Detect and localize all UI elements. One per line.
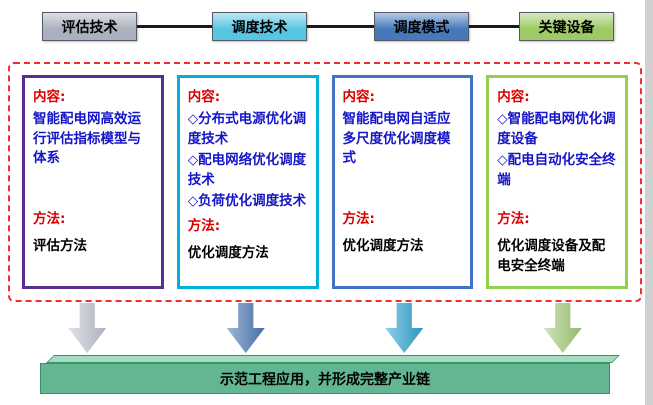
content-item: ◇配电自动化安全终端 bbox=[497, 152, 616, 188]
content-section: 内容: ◇分布式电源优化调度技术 ◇配电网络优化调度技术 ◇负荷优化调度技术 bbox=[188, 85, 308, 214]
method-text: 评估方法 bbox=[33, 238, 87, 254]
bottom-bar-top-face bbox=[46, 355, 620, 363]
panel-dispatch-mode: 内容: 智能配电网自适应多尺度优化调度模式 方法: 优化调度方法 bbox=[331, 75, 474, 289]
method-text: 优化调度设备及配电安全终端 bbox=[497, 238, 606, 274]
tab-label: 调度模式 bbox=[393, 19, 450, 36]
method-section: 方法: 优化调度方法 bbox=[343, 207, 463, 279]
content-item: 智能配电网高效运行评估指标模型与体系 bbox=[33, 111, 141, 167]
tab-label: 评估技术 bbox=[61, 19, 118, 36]
content-section: 内容: ◇智能配电网优化调度设备 ◇配电自动化安全终端 bbox=[497, 85, 617, 207]
tab-label: 调度技术 bbox=[231, 19, 288, 36]
tab-label: 关键设备 bbox=[538, 19, 595, 36]
tab-evaluation-tech: 评估技术 bbox=[42, 12, 137, 41]
content-item: ◇负荷优化调度技术 bbox=[187, 193, 307, 210]
method-label: 方法: bbox=[342, 211, 375, 227]
panel-dispatch-tech: 内容: ◇分布式电源优化调度技术 ◇配电网络优化调度技术 ◇负荷优化调度技术 方… bbox=[176, 75, 319, 289]
method-label: 方法: bbox=[187, 217, 221, 234]
connector-line bbox=[88, 25, 565, 28]
bottom-bar-label: 示范工程应用，并形成完整产业链 bbox=[220, 371, 430, 388]
method-text: 优化调度方法 bbox=[187, 244, 269, 261]
arrow-cell bbox=[167, 302, 326, 354]
method-label: 方法: bbox=[33, 211, 66, 227]
content-label: 内容: bbox=[187, 89, 221, 105]
tab-key-equipment: 关键设备 bbox=[519, 12, 614, 41]
content-label: 内容: bbox=[497, 89, 530, 105]
content-section: 内容: 智能配电网自适应多尺度优化调度模式 bbox=[343, 85, 463, 207]
content-label: 内容: bbox=[342, 89, 375, 105]
down-arrow-icon bbox=[385, 303, 424, 353]
arrows-row bbox=[8, 302, 642, 354]
content-section: 内容: 智能配电网高效运行评估指标模型与体系 bbox=[33, 85, 153, 207]
method-section: 方法: 优化调度设备及配电安全终端 bbox=[497, 207, 617, 279]
down-arrow-icon bbox=[226, 303, 265, 353]
tab-dispatch-tech: 调度技术 bbox=[212, 12, 307, 41]
down-arrow-icon bbox=[68, 303, 107, 353]
method-label: 方法: bbox=[497, 211, 530, 227]
tab-dispatch-mode: 调度模式 bbox=[374, 12, 469, 41]
content-item: ◇分布式电源优化调度技术 bbox=[187, 111, 307, 147]
panel-key-equipment: 内容: ◇智能配电网优化调度设备 ◇配电自动化安全终端 方法: 优化调度设备及配… bbox=[486, 75, 628, 289]
content-item: 智能配电网自适应多尺度优化调度模式 bbox=[342, 111, 451, 167]
content-label: 内容: bbox=[33, 89, 66, 105]
bottom-bar: 示范工程应用，并形成完整产业链 bbox=[40, 363, 610, 394]
arrow-cell bbox=[325, 302, 484, 354]
method-section: 方法: 优化调度方法 bbox=[188, 214, 308, 279]
content-item: ◇配电网络优化调度技术 bbox=[187, 152, 307, 188]
method-text: 优化调度方法 bbox=[342, 238, 424, 254]
content-item: ◇智能配电网优化调度设备 bbox=[497, 111, 616, 147]
arrow-cell bbox=[484, 302, 643, 354]
arrow-cell bbox=[8, 302, 167, 354]
dashed-container: 内容: 智能配电网高效运行评估指标模型与体系 方法: 评估方法 内容: ◇分布式… bbox=[8, 62, 642, 302]
method-section: 方法: 评估方法 bbox=[33, 207, 153, 279]
page-edge bbox=[645, 0, 653, 405]
down-arrow-icon bbox=[543, 303, 582, 353]
panel-evaluation: 内容: 智能配电网高效运行评估指标模型与体系 方法: 评估方法 bbox=[22, 75, 164, 289]
